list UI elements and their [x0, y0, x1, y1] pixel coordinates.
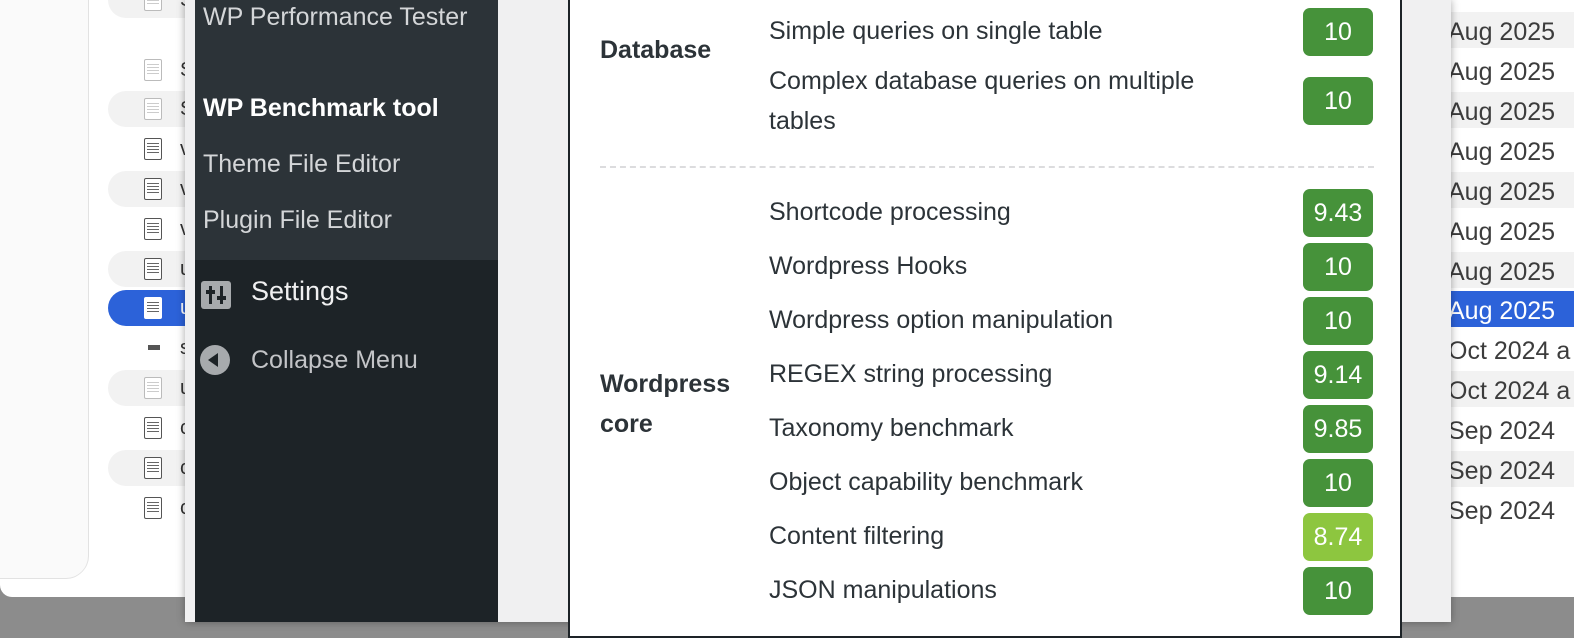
score-badge: 8.74: [1303, 513, 1373, 561]
submenu-item-theme-file-editor[interactable]: Theme File Editor: [203, 150, 401, 178]
score-badge: 9.14: [1303, 351, 1373, 399]
date-cell: Aug 2025: [1440, 132, 1574, 168]
test-name: Wordpress option manipulation: [769, 306, 1114, 334]
date-text: Aug 2025: [1448, 138, 1556, 166]
test-name: Simple queries on single table: [769, 17, 1103, 45]
score-badge: 10: [1303, 297, 1373, 345]
test-name: Complex database queries on multiple tab…: [769, 67, 1195, 135]
score-badge: 10: [1303, 567, 1373, 615]
admin-content-area: Database Simple queries on single table …: [498, 0, 1451, 638]
submenu-item-wp-benchmark-tool[interactable]: WP Benchmark tool: [203, 94, 439, 122]
date-text: Aug 2025: [1448, 98, 1556, 126]
score-badge: 10: [1303, 243, 1373, 291]
wordpress-admin-window: WP Performance Tester WP Benchmark tool …: [185, 0, 1451, 638]
folder-icon: [144, 59, 162, 81]
score-badge: 9.85: [1303, 405, 1373, 453]
date-text: Aug 2025: [1448, 18, 1556, 46]
file-icon: [144, 345, 164, 351]
document-icon: [144, 138, 162, 160]
group-label-database: Database: [600, 36, 712, 64]
document-icon: [144, 457, 162, 479]
date-cell: Aug 2025: [1440, 92, 1574, 128]
background-file-window: S S S v v v u u s u c c: [0, 0, 208, 597]
date-text: Aug 2025: [1448, 58, 1556, 86]
date-text: Aug 2025: [1448, 258, 1556, 286]
date-cell: Aug 2025: [1440, 252, 1574, 288]
document-icon: [144, 218, 162, 240]
folder-icon: [144, 0, 162, 11]
date-text: Sep 2024: [1448, 457, 1556, 485]
score-badge: 10: [1303, 459, 1373, 507]
admin-sidebar: WP Performance Tester WP Benchmark tool …: [195, 0, 498, 622]
menu-item-label: Settings: [251, 276, 349, 306]
test-name: JSON manipulations: [769, 576, 997, 604]
menu-item-label: Collapse Menu: [251, 346, 418, 374]
tools-submenu: WP Performance Tester WP Benchmark tool …: [195, 0, 498, 260]
date-cell: Aug 2025: [1440, 12, 1574, 48]
test-name: REGEX string processing: [769, 360, 1053, 388]
date-cell: Sep 2024: [1440, 491, 1574, 527]
document-icon: [144, 497, 162, 519]
menu-item-settings[interactable]: Settings: [195, 262, 498, 322]
date-cell: Sep 2024: [1440, 451, 1574, 487]
score-badge: 9.43: [1303, 189, 1373, 237]
date-cell: Aug 2025: [1440, 52, 1574, 88]
date-text: Aug 2025: [1448, 178, 1556, 206]
date-cell: Aug 2025: [1440, 212, 1574, 248]
collapse-menu-button[interactable]: Collapse Menu: [195, 330, 498, 390]
test-name: Taxonomy benchmark: [769, 414, 1014, 442]
folder-icon: [144, 377, 162, 399]
background-date-column: Aug 2025 Aug 2025 Aug 2025 Aug 2025 Aug …: [1440, 0, 1574, 597]
group-label-wordpress-core: Wordpress core: [600, 370, 731, 438]
date-text: Sep 2024: [1448, 417, 1556, 445]
document-icon: [144, 258, 162, 280]
test-name: Object capability benchmark: [769, 468, 1084, 496]
submenu-item-wp-performance-tester[interactable]: WP Performance Tester: [203, 3, 468, 31]
test-name: Content filtering: [769, 522, 945, 550]
background-sidebar-panel: [0, 0, 88, 578]
date-cell-selected: Aug 2025: [1440, 291, 1574, 327]
date-text: Sep 2024: [1448, 497, 1556, 525]
group-divider: [600, 166, 1374, 168]
settings-sliders-icon: [201, 281, 231, 309]
date-text: Oct 2024 a: [1448, 377, 1571, 405]
date-text: Aug 2025: [1448, 297, 1556, 325]
date-text: Oct 2024 a: [1448, 337, 1571, 365]
date-text: Aug 2025: [1448, 218, 1556, 246]
document-icon: [144, 417, 162, 439]
date-cell: Aug 2025: [1440, 172, 1574, 208]
folder-icon: [144, 98, 162, 120]
date-cell: Sep 2024: [1440, 411, 1574, 447]
score-badge: 10: [1303, 77, 1373, 125]
benchmark-results-card: Database Simple queries on single table …: [568, 0, 1402, 638]
score-badge: 10: [1303, 8, 1373, 56]
collapse-arrow-icon: [200, 345, 230, 375]
date-cell: Oct 2024 a: [1440, 371, 1574, 407]
date-cell: Oct 2024 a: [1440, 331, 1574, 367]
submenu-item-plugin-file-editor[interactable]: Plugin File Editor: [203, 206, 392, 234]
document-icon: [144, 297, 162, 319]
test-name: Shortcode processing: [769, 198, 1011, 226]
document-icon: [144, 178, 162, 200]
test-name: Wordpress Hooks: [769, 252, 968, 280]
